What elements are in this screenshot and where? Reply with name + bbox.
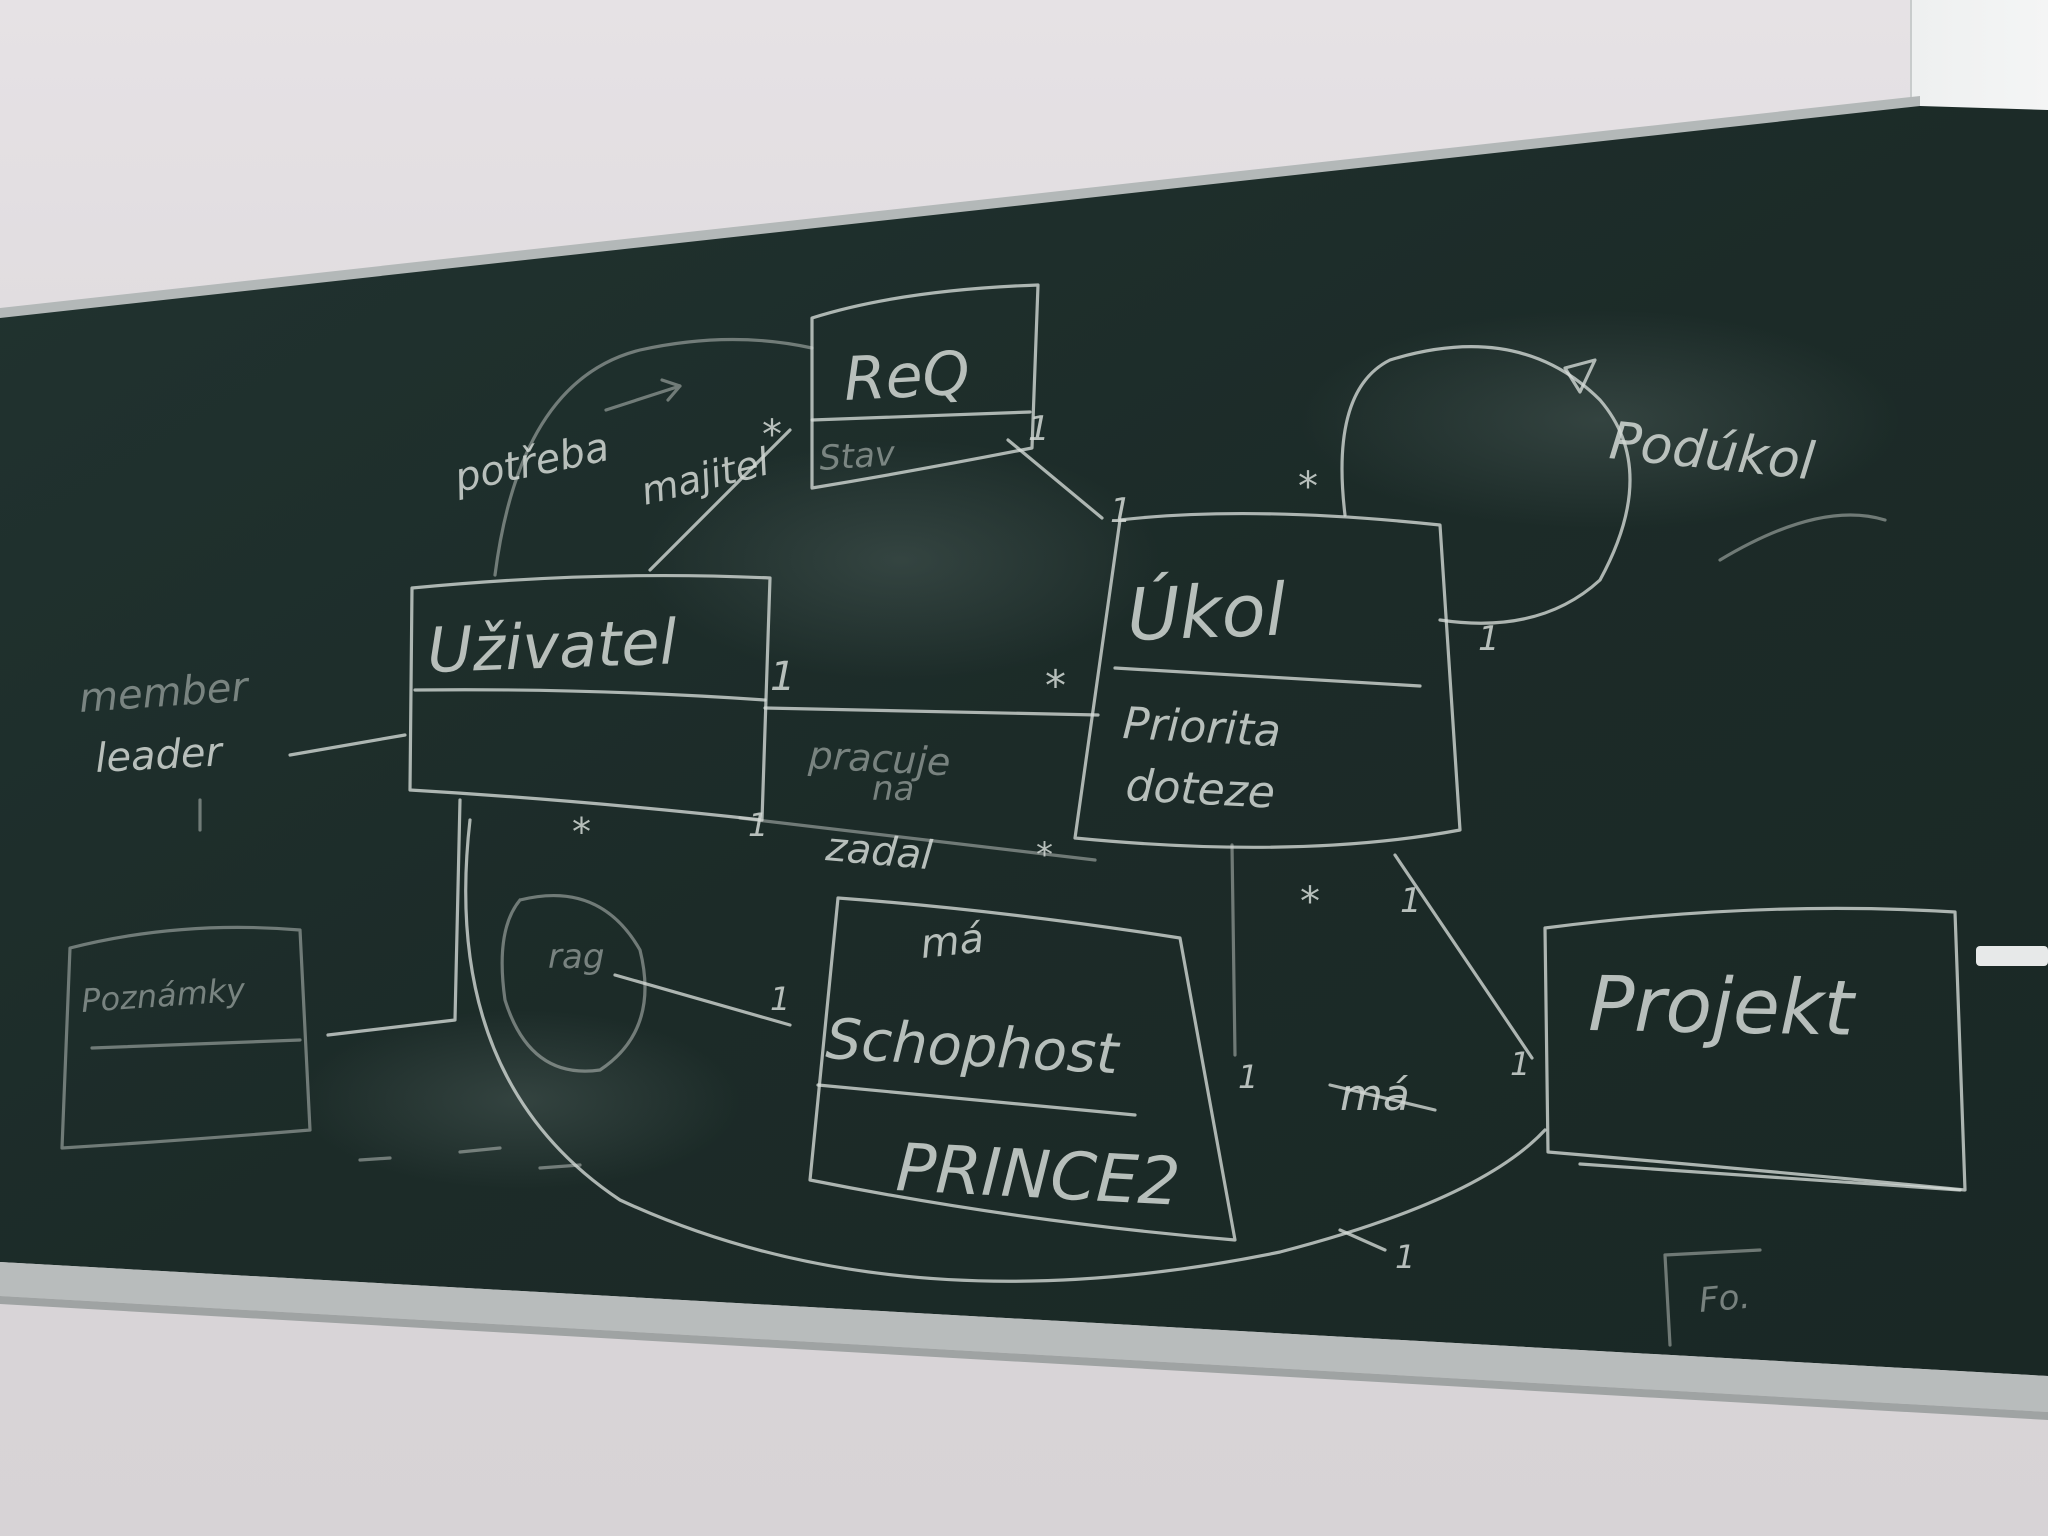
label-fo: Fo. — [1697, 1277, 1751, 1321]
mult-ukol-projekt-star: * — [1300, 879, 1320, 925]
schophost-body: PRINCE2 — [894, 1129, 1182, 1221]
label-ma: má — [918, 916, 986, 968]
schophost-box — [808, 896, 1237, 1242]
req-body: Stav — [818, 434, 897, 479]
projekt-box — [1543, 906, 1967, 1192]
assoc-uzivatel-ukol-top — [763, 706, 1100, 717]
ma-2-line — [1338, 1228, 1387, 1252]
mult-schophost-one: 1 — [770, 980, 790, 1018]
label-pracuje: pracuje — [807, 733, 952, 784]
mult-pracuje-star: * — [1045, 661, 1066, 710]
ray-label: rag — [548, 937, 604, 977]
mult-schophost-ma-one: 1 — [1238, 1058, 1258, 1096]
req-title: ReQ — [842, 338, 971, 414]
mult-uzivatel-req-star: * — [762, 412, 782, 458]
chalk-tray — [0, 1262, 2048, 1412]
schophost-divider — [816, 1083, 1137, 1117]
assoc-uzivatel-ukol-bottom — [738, 816, 1097, 862]
ray-ellipse — [500, 893, 647, 1073]
arrow-potreba — [604, 378, 682, 412]
mult-ukol-star: * — [1298, 464, 1318, 510]
mult-bottom-one: 1 — [1395, 1238, 1415, 1276]
fo-box — [1663, 1248, 1762, 1347]
dash-marks — [358, 1146, 582, 1170]
mult-zadal-one: 1 — [748, 806, 768, 844]
schophost-title: Schophost — [824, 1007, 1122, 1087]
ukol-box — [1073, 511, 1462, 849]
mult-zadal-star: * — [1036, 835, 1053, 875]
assoc-uzivatel-req — [648, 428, 792, 572]
req-divider — [810, 410, 1032, 422]
podukol-loop — [1340, 345, 1632, 625]
mult-uzivatel-ray-star: * — [572, 810, 591, 854]
poznamky-divider — [90, 1038, 302, 1050]
ukol-title: Úkol — [1126, 568, 1287, 657]
ma-line — [1328, 1083, 1437, 1112]
mult-podukol-one: 1 — [1478, 619, 1500, 659]
assoc-uzivatel-poznamky — [326, 798, 462, 1037]
board-frame-top — [0, 96, 1920, 320]
mult-ukol-req-one: 1 — [1110, 491, 1132, 531]
mult-projekt-one: 1 — [1510, 1045, 1530, 1083]
screen-bottom-bar — [1976, 946, 2048, 966]
uzivatel-divider — [413, 688, 767, 702]
assoc-req-ukol — [1006, 438, 1104, 520]
assoc-uzivatel-req-arc — [493, 337, 814, 577]
projekt-to-board-arc — [1718, 513, 1887, 562]
projekt-divider — [1578, 1162, 1962, 1192]
label-pracuje-na: na — [872, 769, 914, 809]
label-ma-2: má — [1340, 1070, 1410, 1121]
poznamky-box — [60, 925, 312, 1150]
big-arc-bottom — [464, 818, 1547, 1283]
mult-pracuje-one: 1 — [770, 654, 795, 700]
ukol-divider — [1113, 666, 1422, 688]
chalk-tray-shadow — [0, 1296, 2048, 1420]
label-zadal: zadal — [823, 824, 934, 879]
projekt-title: Projekt — [1588, 959, 1858, 1053]
ukol-body-line2: doteze — [1124, 760, 1276, 819]
assoc-ukol-projekt — [1393, 853, 1534, 1060]
mult-ukol-projekt-one: 1 — [1400, 881, 1422, 921]
assoc-ray-schophost — [613, 973, 792, 1027]
req-box — [810, 283, 1040, 490]
ukol-body-line1: Priorita — [1121, 698, 1282, 757]
uzivatel-box — [408, 573, 772, 822]
uzivatel-title: Uživatel — [426, 605, 678, 687]
triangle-marker — [1563, 358, 1597, 394]
assoc-leader-line — [288, 733, 407, 757]
label-leader: leader — [94, 729, 225, 782]
assoc-ukol-schophost — [1230, 843, 1237, 1057]
mult-req-ukol-one: 1 — [1028, 409, 1050, 449]
chalk-smudge — [1300, 310, 1900, 530]
